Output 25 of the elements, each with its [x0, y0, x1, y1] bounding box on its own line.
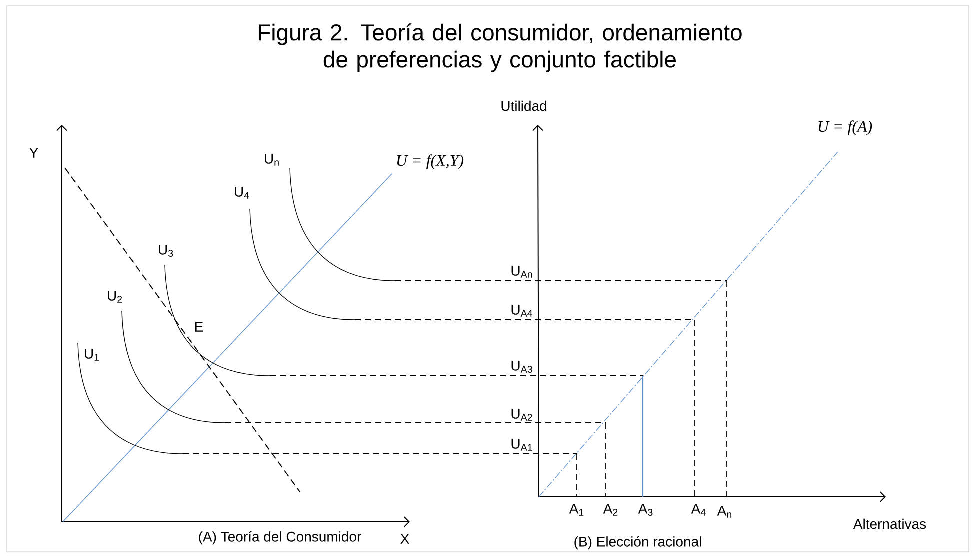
- alternative-label: A$_{4}$: [691, 504, 706, 516]
- axis-title: Utilidad: [502, 100, 546, 112]
- utility-level-label: U$_{A2}$: [512, 409, 532, 421]
- utility-level-label: U$_{A4}$: [512, 305, 533, 317]
- axis-title: X: [400, 534, 410, 544]
- alternative-label: A$_{2}$: [603, 504, 618, 516]
- axis-title: Y: [30, 148, 38, 158]
- equilibrium-label: E: [195, 322, 204, 332]
- utility-level-label: U$_{A1}$: [512, 439, 532, 451]
- alternative-label: A$_{n}$: [717, 506, 732, 518]
- panel-caption: (A) Teoría del Consumidor: [199, 531, 362, 545]
- alternative-label: A$_{3}$: [638, 504, 653, 516]
- function-label: U = f(X,Y): [397, 154, 464, 170]
- curve-label: U$_{1}$: [85, 349, 100, 361]
- utility-level-label: U$_{An}$: [512, 266, 532, 278]
- figure-title: Figura 2. Teoría del consumidor, ordenamiento de preferencias y conjunto factible: [258, 24, 742, 72]
- curve-label: U$_{3}$: [159, 245, 174, 257]
- curve-label: U$_{n}$: [265, 154, 279, 166]
- alternative-label: A$_{1}$: [569, 504, 584, 516]
- axis-title: Alternativas: [853, 518, 926, 530]
- panel-caption: (B) Elección racional: [574, 536, 702, 550]
- curve-label: U$_{2}$: [108, 291, 122, 303]
- utility-level-label: U$_{A3}$: [512, 361, 532, 373]
- curve-label: U$_{4}$: [235, 187, 250, 199]
- function-label: U = f(A): [818, 120, 872, 136]
